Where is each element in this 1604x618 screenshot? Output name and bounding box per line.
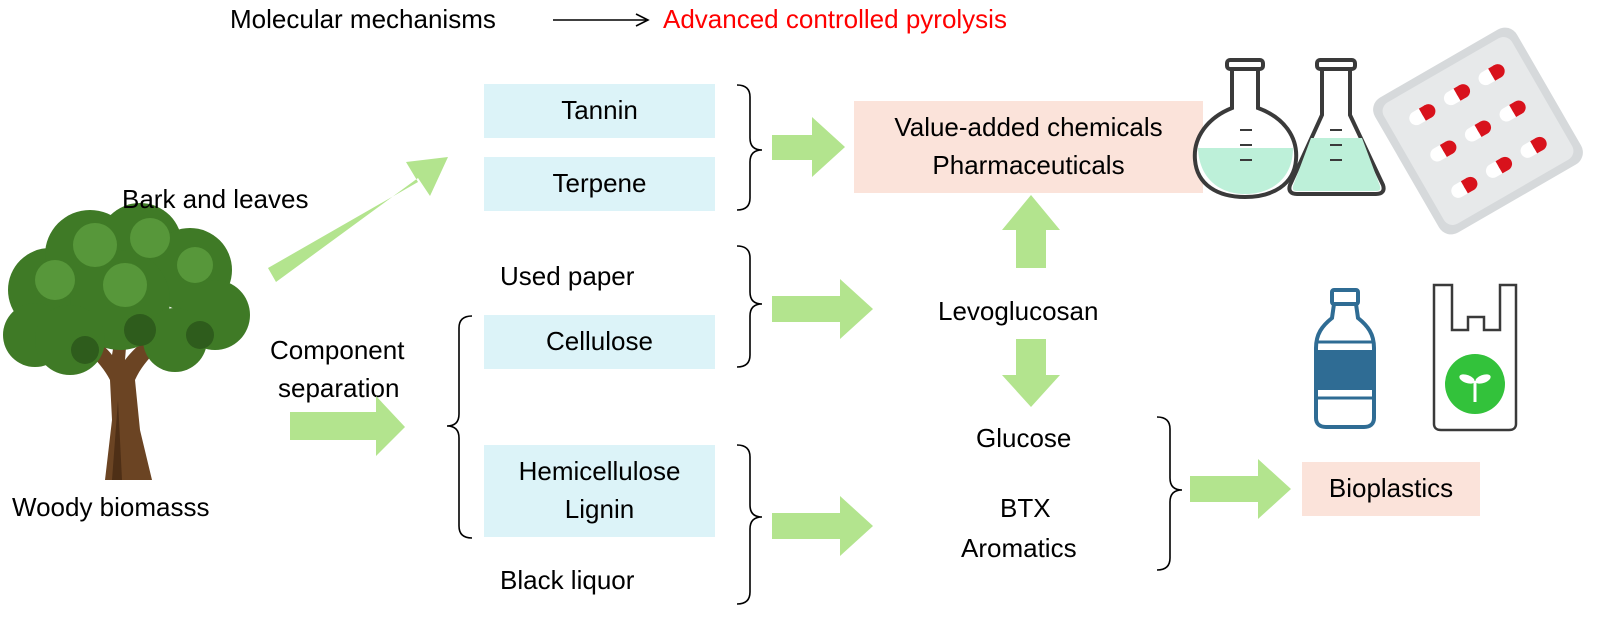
tannin-box: Tannin xyxy=(484,84,715,138)
round-flask-icon xyxy=(1192,58,1299,200)
arrow-to-levoglucosan xyxy=(772,279,873,339)
arrow-to-bioplastics xyxy=(1190,459,1291,519)
chemicals-label: Value-added chemicals xyxy=(894,112,1163,143)
header-left-text: Molecular mechanisms xyxy=(230,4,496,34)
terpene-box: Terpene xyxy=(484,157,715,211)
bark-leaves-label: Bark and leaves xyxy=(122,184,309,214)
arrow-up-chemicals xyxy=(1002,195,1060,268)
aromatics-label: Aromatics xyxy=(961,533,1077,563)
arrow-bark xyxy=(268,157,448,282)
arrow-to-chemicals xyxy=(772,117,845,177)
erlenmeyer-flask-icon xyxy=(1287,58,1386,196)
terpene-label: Terpene xyxy=(552,168,647,199)
used-paper-label: Used paper xyxy=(500,261,635,291)
woody-biomass-caption: Woody biomasss xyxy=(12,492,210,522)
arrow-separation xyxy=(290,396,405,456)
cellulose-box: Cellulose xyxy=(484,315,715,369)
tannin-label: Tannin xyxy=(561,95,638,126)
glucose-label: Glucose xyxy=(976,423,1072,453)
cellulose-label: Cellulose xyxy=(546,326,653,357)
levoglucosan-label: Levoglucosan xyxy=(938,296,1099,326)
bioplastics-label: Bioplastics xyxy=(1328,473,1454,504)
chemicals-box: Value-added chemicals Pharmaceuticals xyxy=(854,101,1203,193)
plastic-bag-icon xyxy=(1432,283,1518,432)
arrow-down-glucose xyxy=(1002,339,1060,407)
pill-blister-pack-icon xyxy=(1373,27,1583,235)
arrow-to-btx xyxy=(772,496,873,556)
plastic-bottle-icon xyxy=(1314,288,1376,429)
bioplastics-box: Bioplastics xyxy=(1302,462,1480,516)
lignin-label: Lignin xyxy=(564,494,635,524)
separation-label-line1: Component xyxy=(270,335,405,365)
hemicellulose-lignin-box: Hemicellulose Lignin xyxy=(484,445,715,537)
hemicellulose-label: Hemicellulose xyxy=(518,456,681,487)
header-right-text: Advanced controlled pyrolysis xyxy=(663,4,1007,34)
pharmaceuticals-label: Pharmaceuticals xyxy=(932,150,1125,180)
separation-label-line2: separation xyxy=(278,373,400,403)
btx-label: BTX xyxy=(1000,493,1051,523)
black-liquor-label: Black liquor xyxy=(500,565,635,595)
